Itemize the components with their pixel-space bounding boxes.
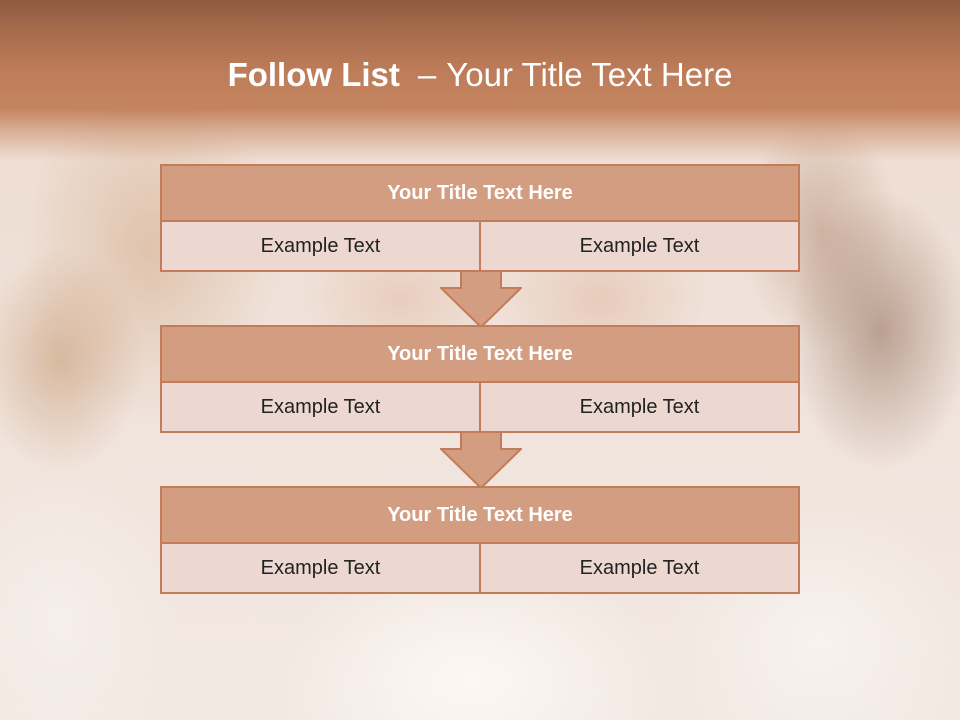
title-band [0, 0, 960, 160]
down-arrow-icon [440, 431, 522, 489]
title-dash: – [417, 56, 437, 93]
step-row-1: Example Text Example Text [162, 222, 798, 270]
step-row-3: Example Text Example Text [162, 544, 798, 592]
step-title-3: Your Title Text Here [162, 488, 798, 544]
step-title-2: Your Title Text Here [162, 327, 798, 383]
title-rest: Your Title Text Here [446, 56, 733, 93]
step-row-2: Example Text Example Text [162, 383, 798, 431]
step-3-left-text: Example Text [260, 556, 381, 579]
step-title-1: Your Title Text Here [162, 166, 798, 222]
step-box-2: Your Title Text Here Example Text Exampl… [160, 325, 800, 433]
step-box-1: Your Title Text Here Example Text Exampl… [160, 164, 800, 272]
step-2-left-text: Example Text [260, 395, 381, 418]
down-arrow-icon [440, 270, 522, 328]
step-3-right-text: Example Text [479, 544, 798, 592]
step-box-3: Your Title Text Here Example Text Exampl… [160, 486, 800, 594]
step-1-left-text: Example Text [260, 234, 381, 257]
slide-title: Follow List–Your Title Text Here [0, 52, 960, 98]
step-2-right-text: Example Text [479, 383, 798, 431]
step-1-right-text: Example Text [479, 222, 798, 270]
title-lead: Follow List [227, 56, 400, 93]
